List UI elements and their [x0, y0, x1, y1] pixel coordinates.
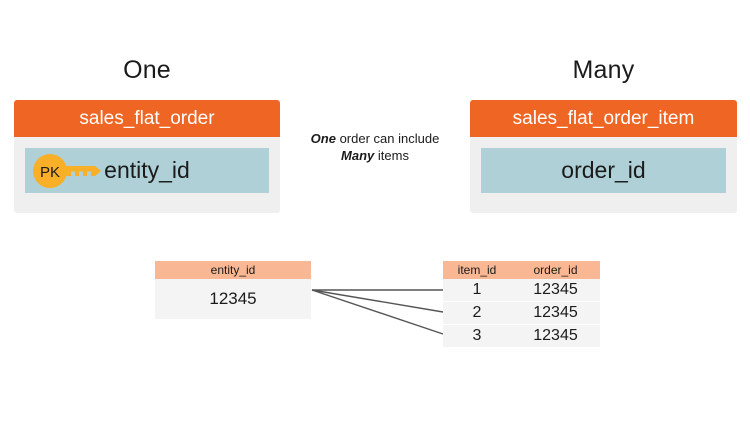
- cell-item-id: 3: [443, 324, 511, 347]
- cell-order-id: 12345: [511, 324, 600, 347]
- table-header-row: entity_id: [155, 261, 311, 279]
- column-header-entity-id: entity_id: [155, 261, 311, 279]
- entity-header-sales-flat-order-item: sales_flat_order_item: [470, 100, 737, 137]
- entity-header-sales-flat-order: sales_flat_order: [14, 100, 280, 137]
- cell-order-id: 12345: [511, 301, 600, 325]
- data-table-child: item_id order_id 1 12345 2 12345 3 12345: [443, 261, 600, 347]
- entity-field-order-id: order_id: [481, 148, 726, 193]
- entity-card-sales-flat-order: sales_flat_order PK entity_id: [14, 100, 280, 213]
- entity-field-label-order-id: order_id: [561, 157, 646, 183]
- table-row: 1 12345: [443, 279, 600, 302]
- column-header-order-id: order_id: [511, 261, 600, 279]
- cell-order-id: 12345: [511, 279, 600, 302]
- table-header-row: item_id order_id: [443, 261, 600, 279]
- data-table-parent: entity_id 12345: [155, 261, 311, 319]
- label-many: Many: [572, 56, 635, 84]
- cell-item-id: 2: [443, 301, 511, 325]
- primary-key-icon: PK: [33, 153, 121, 188]
- label-one: One: [123, 56, 171, 84]
- relationship-note-word-many: Many: [341, 148, 375, 163]
- entity-field-label-entity-id: entity_id: [104, 157, 190, 183]
- relationship-note-text-end: items: [374, 148, 409, 163]
- cell-entity-id: 12345: [155, 279, 311, 319]
- primary-key-badge-text: PK: [40, 164, 60, 181]
- entity-field-entity-id: PK entity_id: [25, 148, 269, 193]
- table-row: 3 12345: [443, 324, 600, 347]
- relationship-note-word-one: One: [310, 131, 336, 146]
- connector-line-3: [311, 289, 444, 335]
- table-row: 2 12345: [443, 301, 600, 325]
- relationship-note-text-mid: order can include: [335, 131, 440, 146]
- connector-line-2: [311, 289, 444, 313]
- cell-item-id: 1: [443, 279, 511, 302]
- table-row: 12345: [155, 279, 311, 319]
- relationship-note: One order can include Many items: [305, 130, 445, 164]
- column-header-item-id: item_id: [443, 261, 511, 279]
- entity-card-sales-flat-order-item: sales_flat_order_item order_id: [470, 100, 737, 213]
